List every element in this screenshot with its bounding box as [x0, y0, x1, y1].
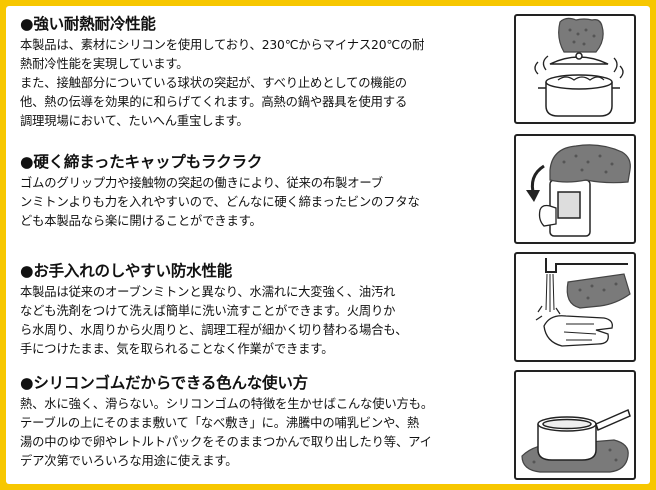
section-jar-cap: ●硬く締まったキャップもラクラク ゴムのグリップ力や接触物の突起の働きにより、従… — [20, 152, 510, 231]
section-body: 熱、水に強く、滑らない。シリコンゴムの特徴を生かせばこんな使い方も。 テーブルの… — [20, 395, 510, 471]
body-line: 手につけたまま、気を取られることなく作業ができます。 — [20, 342, 334, 356]
heading-text: シリコンゴムだからできる色んな使い方 — [33, 374, 308, 392]
body-line: デア次第でいろいろな用途に使えます。 — [20, 454, 238, 468]
mitt-under-faucet-icon — [514, 252, 636, 362]
body-line: ら水周り、水周りから火周りと、調理工程が細かく切り替わる場合も、 — [20, 323, 408, 337]
content-panel: ●強い耐熱耐冷性能 本製品は、素材にシリコンを使用しており、230℃からマイナス… — [6, 6, 650, 484]
body-line: 調理現場において、たいへん重宝します。 — [20, 114, 249, 128]
bullet: ● — [20, 262, 34, 280]
mitt-as-pot-trivet-icon — [514, 370, 636, 480]
body-line: 本製品は従来のオーブンミトンと異なり、水濡れに大変強く、油汚れ — [20, 285, 396, 299]
heading-text: お手入れのしやすい防水性能 — [33, 262, 233, 280]
body-line: ンミトンよりも力を入れやすいので、どんなに硬く締まったビンのフタな — [20, 195, 420, 209]
body-line: テーブルの上にそのまま敷いて「なべ敷き」に。沸騰中の哺乳ビンや、熱 — [20, 416, 420, 430]
section-waterproof: ●お手入れのしやすい防水性能 本製品は従来のオーブンミトンと異なり、水濡れに大変… — [20, 261, 510, 359]
body-line: ゴムのグリップ力や接触物の突起の働きにより、従来の布製オーブ — [20, 176, 383, 190]
section-heading: ●シリコンゴムだからできる色んな使い方 — [20, 373, 510, 393]
section-body: 本製品は、素材にシリコンを使用しており、230℃からマイナス20℃の耐 熱耐冷性… — [20, 36, 510, 131]
body-line: ども本製品なら楽に開けることができます。 — [20, 214, 262, 228]
mitt-lifting-pot-lid-icon — [514, 14, 636, 124]
section-various-uses: ●シリコンゴムだからできる色んな使い方 熱、水に強く、滑らない。シリコンゴムの特… — [20, 373, 510, 471]
bullet: ● — [20, 15, 34, 33]
section-body: 本製品は従来のオーブンミトンと異なり、水濡れに大変強く、油汚れ なども洗剤をつけ… — [20, 283, 510, 359]
mitt-opening-jar-icon — [514, 134, 636, 244]
section-heading: ●お手入れのしやすい防水性能 — [20, 261, 510, 281]
bullet: ● — [20, 153, 34, 171]
heading-text: 硬く締まったキャップもラクラク — [33, 153, 263, 171]
body-line: また、接触部分についている球状の突起が、すべり止めとしての機能の — [20, 76, 407, 90]
body-line: なども洗剤をつけて洗えば簡単に洗い流すことができます。火周りか — [20, 304, 396, 318]
body-line: 熱耐冷性能を実現しています。 — [20, 57, 189, 71]
bullet: ● — [20, 374, 34, 392]
section-heading: ●硬く締まったキャップもラクラク — [20, 152, 510, 172]
section-body: ゴムのグリップ力や接触物の突起の働きにより、従来の布製オーブ ンミトンよりも力を… — [20, 174, 510, 231]
body-line: 湯の中のゆで卵やレトルトパックをそのままつかんで取り出したり等、アイ — [20, 435, 432, 449]
heading-text: 強い耐熱耐冷性能 — [33, 15, 156, 33]
section-heading: ●強い耐熱耐冷性能 — [20, 14, 510, 34]
body-line: 本製品は、素材にシリコンを使用しており、230℃からマイナス20℃の耐 — [20, 38, 425, 52]
body-line: 熱、水に強く、滑らない。シリコンゴムの特徴を生かせばこんな使い方も。 — [20, 397, 433, 411]
section-heat-resistance: ●強い耐熱耐冷性能 本製品は、素材にシリコンを使用しており、230℃からマイナス… — [20, 14, 510, 131]
body-line: 他、熱の伝導を効果的に和らげてくれます。高熱の鍋や器具を使用する — [20, 95, 408, 109]
